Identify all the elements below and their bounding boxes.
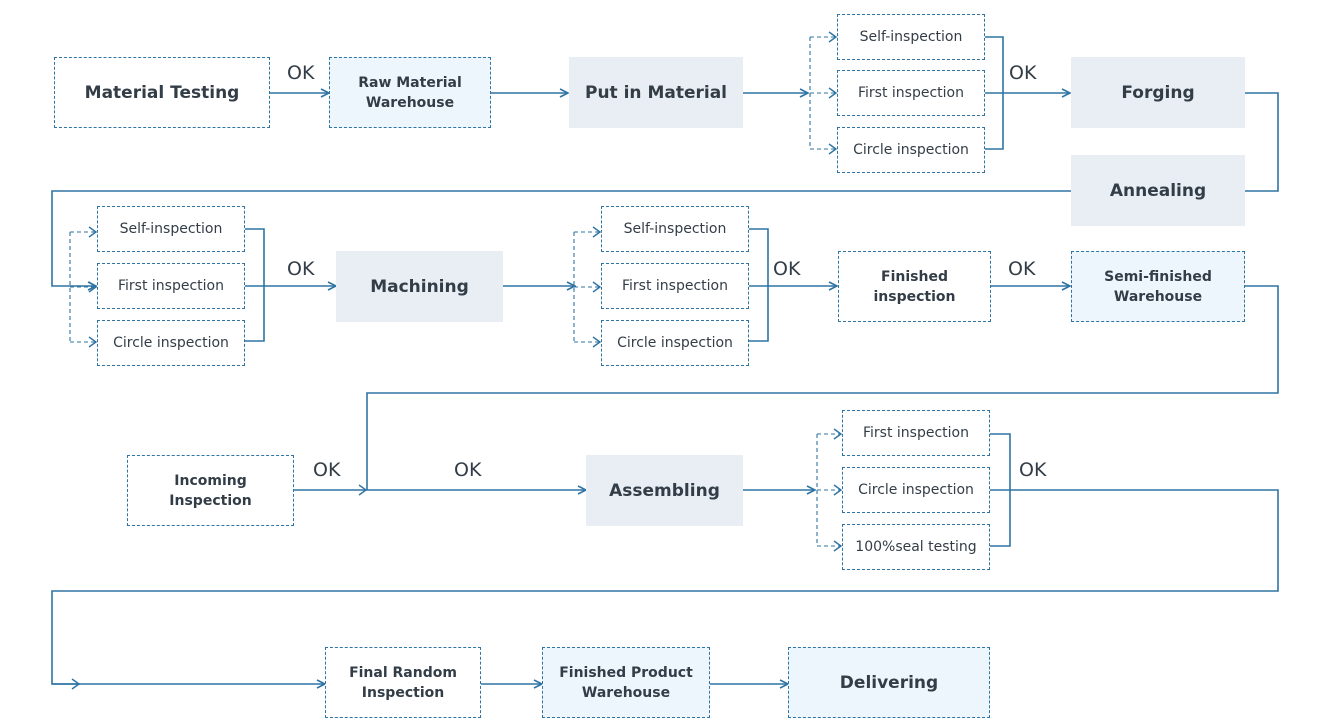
inspection-first: First inspection [601,263,749,309]
step-delivering: Delivering [788,647,990,718]
bracket-out-3 [749,228,837,342]
step-annealing: Annealing [1071,155,1245,226]
bracket-out-2 [245,228,336,342]
dashed-bracket-4 [816,433,841,547]
ok-label: OK [1009,62,1037,84]
step-finished-product-warehouse: Finished Product Warehouse [542,647,710,718]
connector-forging-to-annealing [1245,92,1279,192]
connector-annealing-to-row2 [51,190,1071,286]
ok-label: OK [1008,258,1036,280]
connector-semi-to-row3 [366,285,1279,490]
inspection-self: Self-inspection [601,206,749,252]
inspection-first: First inspection [837,70,985,116]
dashed-bracket-2 [69,231,96,343]
ok-label: OK [313,459,341,481]
inspection-first: First inspection [97,263,245,309]
step-raw-material-warehouse: Raw Material Warehouse [329,57,491,128]
inspection-circle: Circle inspection [97,320,245,366]
dashed-bracket-1 [809,36,836,150]
step-assembling: Assembling [586,455,743,526]
inspection-circle: Circle inspection [842,467,990,513]
inspection-circle: Circle inspection [601,320,749,366]
ok-label: OK [1019,459,1047,481]
step-machining: Machining [336,251,503,322]
ok-label: OK [287,62,315,84]
step-final-random-inspection: Final Random Inspection [325,647,481,718]
step-put-in-material: Put in Material [569,57,743,128]
ok-label: OK [454,459,482,481]
step-finished-inspection: Finished inspection [838,251,991,322]
step-material-testing: Material Testing [54,57,270,128]
ok-label: OK [287,258,315,280]
inspection-first: First inspection [842,410,990,456]
step-incoming-inspection: Incoming Inspection [127,455,294,526]
dashed-bracket-3 [573,231,600,343]
bracket-out-1 [985,36,1070,150]
inspection-self: Self-inspection [97,206,245,252]
step-semi-finished-warehouse: Semi-finished Warehouse [1071,251,1245,322]
step-forging: Forging [1071,57,1245,128]
ok-label: OK [773,258,801,280]
inspection-seal-testing: 100%seal testing [842,524,990,570]
inspection-circle: Circle inspection [837,127,985,173]
inspection-self: Self-inspection [837,14,985,60]
